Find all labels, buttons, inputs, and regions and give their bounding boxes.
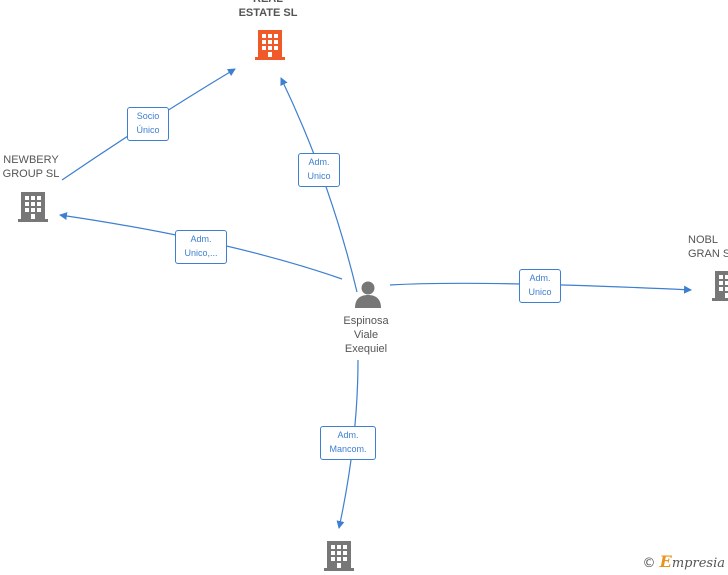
node-label-real-estate[interactable]: REAL ESTATE SL <box>238 0 298 19</box>
node-label-person[interactable]: Espinosa Viale Exequiel <box>343 315 389 355</box>
person-icon[interactable] <box>353 279 383 309</box>
copyright-symbol: © <box>642 556 656 571</box>
edge-label-adm-mancom[interactable]: Adm. Mancom. <box>320 426 376 460</box>
brand-name: mpresia <box>671 556 725 571</box>
building-icon[interactable] <box>253 27 287 61</box>
edge-label-adm-unico-left[interactable]: Adm. Unico,... <box>175 230 227 264</box>
edge-label-socio-unico[interactable]: Socio Único <box>127 107 169 141</box>
node-label-right-company[interactable]: NOBL GRAN S <box>688 234 728 260</box>
node-label-newbery[interactable]: NEWBERY GROUP SL <box>2 154 60 180</box>
building-icon[interactable] <box>16 189 50 223</box>
empresia-watermark: © Empresia <box>643 552 725 571</box>
edge-label-adm-unico-right[interactable]: Adm. Unico <box>519 269 561 303</box>
building-icon[interactable] <box>710 268 728 302</box>
brand-initial: E <box>659 552 672 571</box>
edge-label-adm-unico-top[interactable]: Adm. Unico <box>298 153 340 187</box>
building-icon[interactable] <box>322 538 356 572</box>
edge-adm-unico-right <box>389 282 692 294</box>
